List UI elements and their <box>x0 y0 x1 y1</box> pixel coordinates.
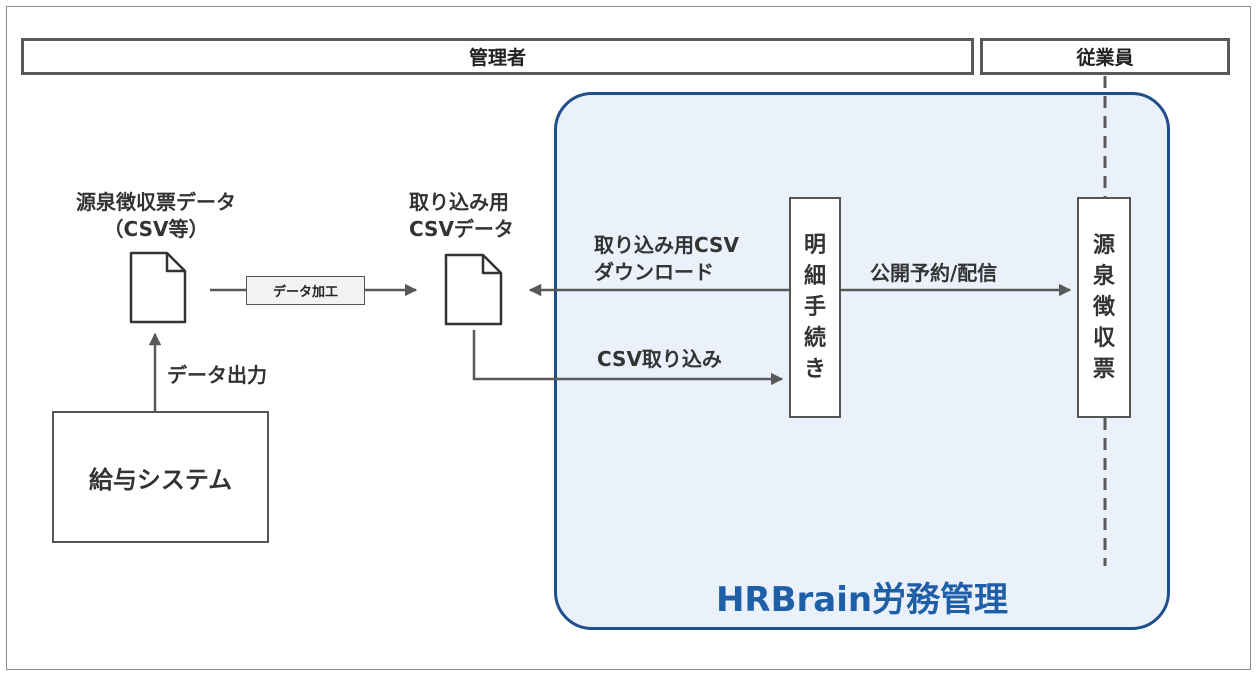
lane-admin: 管理者 <box>21 38 974 75</box>
lane-employee: 従業員 <box>980 38 1230 75</box>
lane-admin-label: 管理者 <box>468 47 526 69</box>
publish-label: 公開予約/配信 <box>870 261 998 285</box>
withholding-slip-box: 源泉徴収票 <box>1077 197 1131 418</box>
import-csv-label: 取り込み用 CSVデータ <box>409 190 514 241</box>
document-icon <box>129 251 187 324</box>
hrbrain-area <box>554 92 1170 630</box>
data-output-label: データ出力 <box>167 363 267 387</box>
withholding-slip-label: 源泉徴収票 <box>1092 233 1115 382</box>
payroll-system-box: 給与システム <box>52 411 269 543</box>
source-data-label: 源泉徴収票データ （CSV等） <box>76 190 236 241</box>
diagram-frame <box>6 6 1251 670</box>
import-label: CSV取り込み <box>597 347 722 371</box>
statement-procedure-box: 明細手続き <box>789 197 841 418</box>
download-label: 取り込み用CSV ダウンロード <box>594 233 739 284</box>
lane-employee-label: 従業員 <box>1076 47 1134 69</box>
data-processing-box: データ加工 <box>246 276 365 305</box>
hrbrain-area-title: HRBrain労務管理 <box>715 580 1009 620</box>
arrow-import <box>472 330 784 386</box>
statement-procedure-label: 明細手続き <box>803 233 826 382</box>
document-icon <box>444 253 503 326</box>
